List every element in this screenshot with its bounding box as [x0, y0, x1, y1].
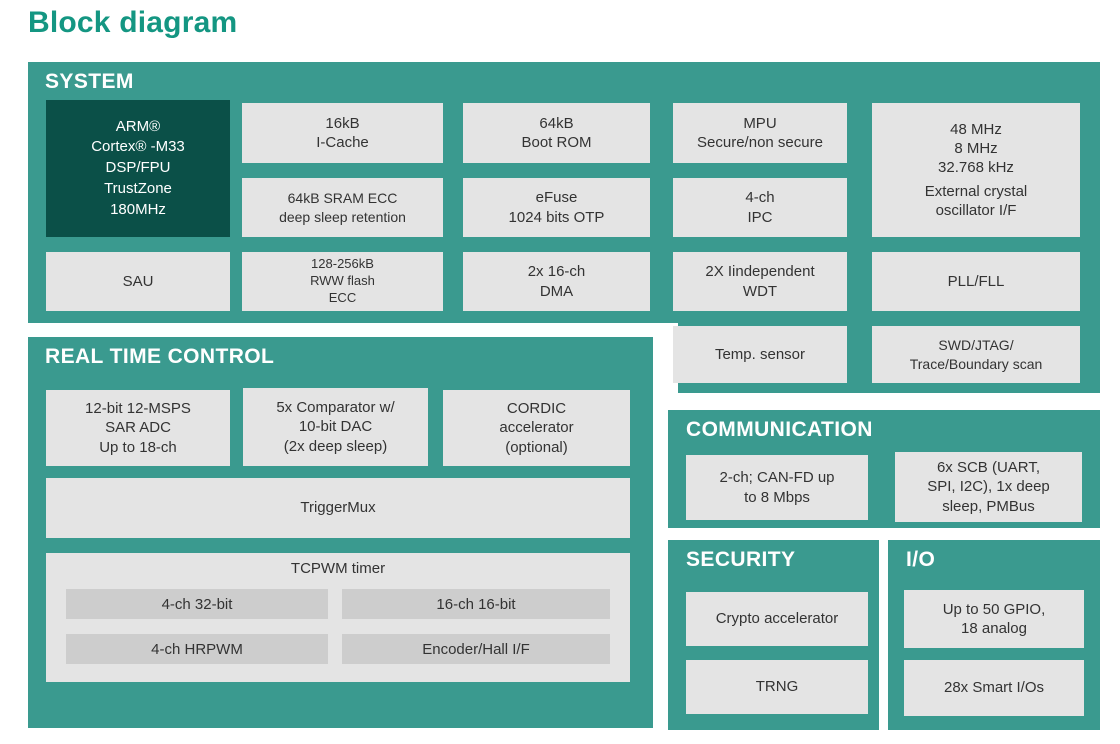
- cordic-accelerator-block: CORDIC accelerator (optional): [443, 390, 630, 466]
- diagram-title: Block diagram: [28, 6, 238, 39]
- temp-sensor-block: Temp. sensor: [673, 326, 847, 383]
- gpio-block: Up to 50 GPIO, 18 analog: [904, 590, 1084, 648]
- crypto-accelerator-block: Crypto accelerator: [686, 592, 868, 646]
- efuse-block: eFuse 1024 bits OTP: [463, 178, 650, 237]
- rww-flash-block: 128-256kB RWW flash ECC: [242, 252, 443, 311]
- pll-fll-block: PLL/FLL: [872, 252, 1080, 311]
- swd-jtag-block: SWD/JTAG/ Trace/Boundary scan: [872, 326, 1080, 383]
- ipc-block: 4-ch IPC: [673, 178, 847, 237]
- arm-cortex-m33-block: ARM® Cortex® -M33 DSP/FPU TrustZone 180M…: [46, 100, 230, 237]
- dma-block: 2x 16-ch DMA: [463, 252, 650, 311]
- external-crystal-text: External crystal oscillator I/F: [924, 183, 1028, 220]
- smart-io-block: 28x Smart I/Os: [904, 660, 1084, 716]
- sau-block: SAU: [46, 252, 230, 311]
- mpu-block: MPU Secure/non secure: [673, 103, 847, 163]
- wdt-block: 2X Iindependent WDT: [673, 252, 847, 311]
- security-panel-label: SECURITY: [686, 548, 796, 571]
- system-panel-label: SYSTEM: [45, 70, 134, 93]
- trng-block: TRNG: [686, 660, 868, 714]
- tcpwm-32bit-block: 4-ch 32-bit: [66, 589, 328, 619]
- icache-block: 16kB I-Cache: [242, 103, 443, 163]
- tcpwm-encoder-hall-block: Encoder/Hall I/F: [342, 634, 610, 664]
- scb-block: 6x SCB (UART, SPI, I2C), 1x deep sleep, …: [895, 452, 1082, 522]
- communication-panel-label: COMMUNICATION: [686, 418, 873, 441]
- real-time-control-panel-label: REAL TIME CONTROL: [45, 345, 275, 368]
- sram-block: 64kB SRAM ECC deep sleep retention: [242, 178, 443, 237]
- sar-adc-block: 12-bit 12-MSPS SAR ADC Up to 18-ch: [46, 390, 230, 466]
- io-panel-label: I/O: [906, 548, 936, 571]
- tcpwm-timer-block: TCPWM timer 4-ch 32-bit 16-ch 16-bit 4-c…: [46, 553, 630, 682]
- tcpwm-timer-label: TCPWM timer: [290, 560, 386, 577]
- tcpwm-16bit-block: 16-ch 16-bit: [342, 589, 610, 619]
- trigger-mux-block: TriggerMux: [46, 478, 630, 538]
- can-fd-block: 2-ch; CAN-FD up to 8 Mbps: [686, 455, 868, 520]
- tcpwm-hrpwm-block: 4-ch HRPWM: [66, 634, 328, 664]
- clock-frequencies-text: 48 MHz 8 MHz 32.768 kHz: [938, 120, 1014, 176]
- clock-oscillator-block: 48 MHz 8 MHz 32.768 kHz External crystal…: [872, 103, 1080, 237]
- boot-rom-block: 64kB Boot ROM: [463, 103, 650, 163]
- comparator-dac-block: 5x Comparator w/ 10-bit DAC (2x deep sle…: [243, 388, 428, 466]
